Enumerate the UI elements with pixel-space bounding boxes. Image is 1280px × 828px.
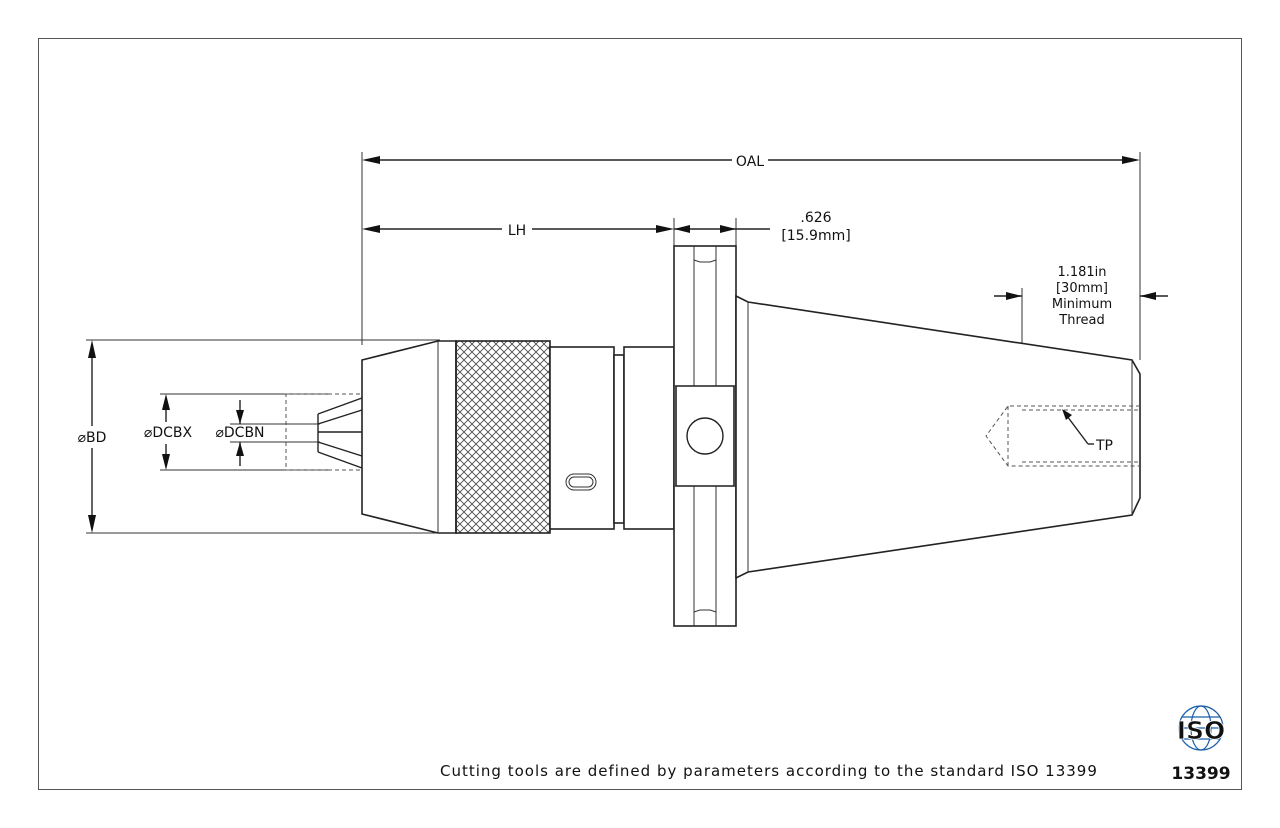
iso-logo-number: 13399 — [1171, 764, 1230, 784]
chuck-nose — [361, 340, 457, 534]
dcbx-label: ⌀DCBX — [144, 425, 193, 441]
flange-width-in: .626 — [800, 210, 831, 226]
thread-in: 1.181in — [1057, 265, 1106, 280]
dcbn-label: ⌀DCBN — [215, 425, 264, 441]
oal-label: OAL — [736, 154, 764, 170]
footer-note: Cutting tools are defined by parameters … — [440, 762, 1098, 780]
tapped-hole — [985, 405, 1140, 467]
iso-logo-word: ISO — [1177, 716, 1226, 745]
flange-width-mm: [15.9mm] — [781, 228, 850, 244]
taper-shank — [735, 294, 1141, 580]
lh-dimension: LH — [362, 218, 675, 248]
thread-word-minimum: Minimum — [1052, 297, 1112, 312]
dcbn-dimension: ⌀DCBN — [215, 400, 320, 466]
collet — [285, 393, 363, 471]
bd-dimension: ⌀BD — [78, 339, 440, 534]
thread-dimension: 1.181in [30mm] Minimum Thread — [994, 265, 1168, 410]
oal-dimension: OAL — [361, 152, 1141, 360]
thread-word-thread: Thread — [1058, 313, 1104, 328]
bd-label: ⌀BD — [78, 430, 107, 446]
tp-label: TP — [1095, 438, 1113, 454]
chuck-body — [549, 346, 675, 530]
dcbx-dimension: ⌀DCBX — [144, 393, 330, 471]
knurled-sleeve — [455, 340, 551, 534]
drawing-frame — [38, 38, 1242, 790]
flange-width-dimension: .626 [15.9mm] — [674, 210, 851, 248]
flange — [673, 245, 737, 627]
thread-mm: [30mm] — [1056, 281, 1108, 296]
tp-leader: TP — [1062, 409, 1113, 454]
iso-logo: ISO 13399 — [1171, 705, 1231, 784]
lh-label: LH — [508, 223, 526, 239]
